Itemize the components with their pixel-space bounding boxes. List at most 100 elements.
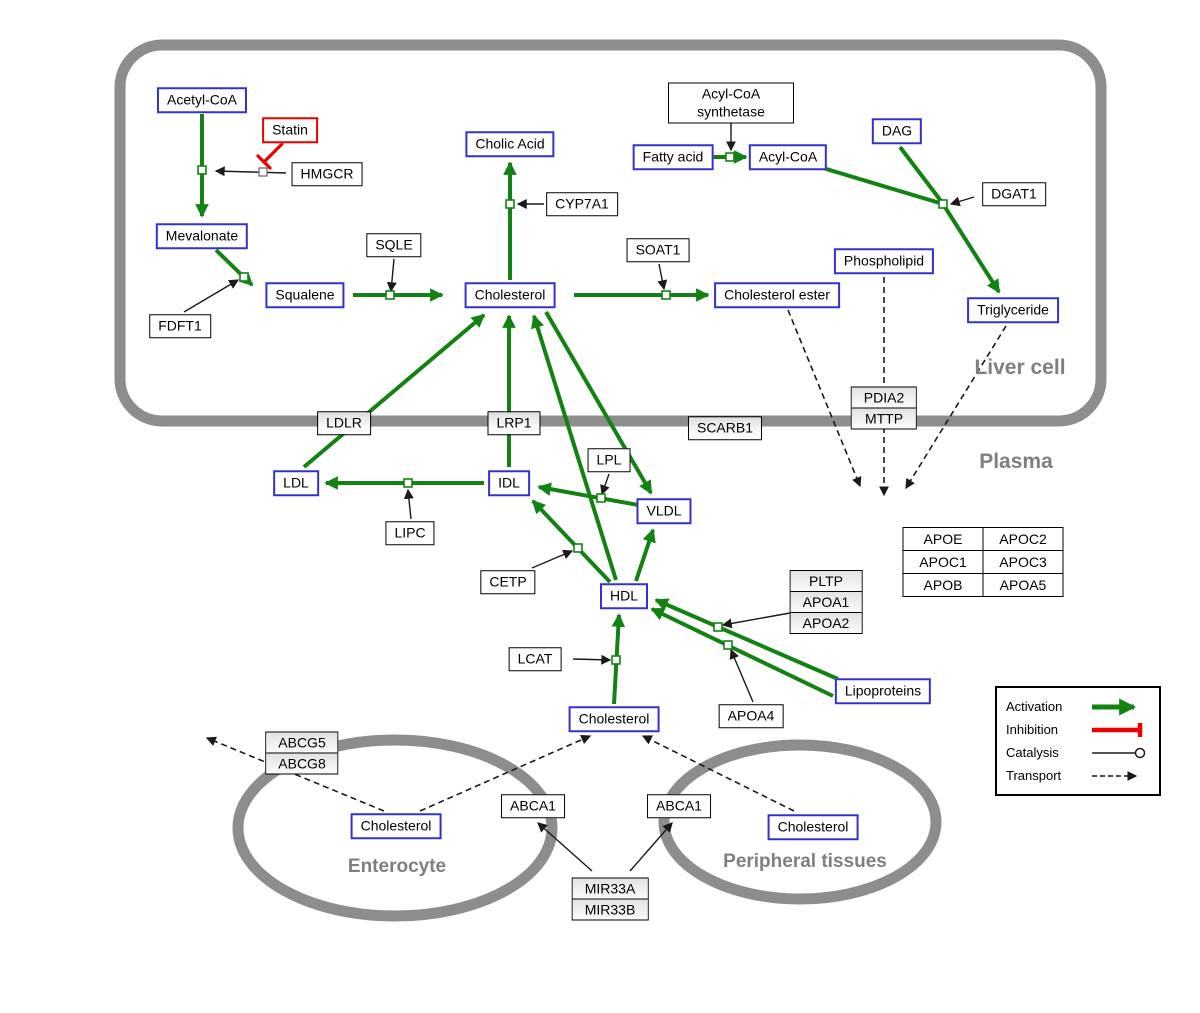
node-mir33b[interactable]: MIR33B [572, 898, 648, 920]
inhibition-statin-stem [262, 142, 284, 164]
catalysis-fdft1 [183, 279, 240, 313]
transport-triglyceride-plasma [905, 325, 1007, 490]
inhibition-tbar-icon [1092, 722, 1143, 737]
edge-vldl-idl [537, 482, 639, 507]
node-dag[interactable]: DAG [871, 118, 923, 144]
catalysis-lcat [572, 654, 612, 665]
node-apoc3[interactable]: APOC3 [983, 551, 1064, 574]
node-cholesterol-enterocyte[interactable]: Cholesterol [350, 813, 442, 839]
junction-squares [197, 152, 948, 665]
node-sqle[interactable]: SQLE [366, 233, 422, 257]
node-acetyl-coa[interactable]: Acetyl-CoA [156, 87, 248, 113]
catalysis-circle-icon [1092, 747, 1146, 758]
edge-dag-junction [898, 145, 943, 203]
liver-cell-outline [114, 39, 1107, 427]
node-apoc1[interactable]: APOC1 [903, 551, 984, 574]
node-soat1[interactable]: SOAT1 [626, 238, 690, 262]
transport-edges [205, 277, 1007, 812]
node-cholic-acid[interactable]: Cholic Acid [465, 131, 555, 157]
liver-cell-label: Liver cell [974, 356, 1066, 379]
enterocyte-label: Enterocyte [347, 856, 447, 877]
regulation-mir33-abca1-left [537, 822, 593, 872]
node-cholesterol-ester[interactable]: Cholesterol ester [714, 282, 840, 308]
node-cholesterol-peripheral[interactable]: Cholesterol [767, 814, 859, 840]
node-abca1-left[interactable]: ABCA1 [501, 794, 565, 818]
transport-peripheral-to-plasma [641, 735, 795, 812]
node-pltp[interactable]: PLTP [790, 571, 862, 591]
node-mevalonate[interactable]: Mevalonate [155, 223, 249, 249]
node-phospholipid[interactable]: Phospholipid [833, 248, 935, 274]
node-mir33a[interactable]: MIR33A [572, 878, 648, 899]
node-apoa1[interactable]: APOA1 [790, 591, 862, 612]
node-apoa2[interactable]: APOA2 [790, 612, 862, 633]
node-lpl[interactable]: LPL [587, 448, 631, 472]
node-squalene[interactable]: Squalene [265, 282, 345, 308]
node-abcg8[interactable]: ABCG8 [266, 752, 338, 774]
catalysis-pltp-group [721, 612, 791, 629]
legend-row-activation: Activation [1006, 695, 1150, 718]
catalysis-sqle [386, 258, 397, 293]
peripheral-tissues-label: Peripheral tissues [723, 851, 887, 872]
legend-row-inhibition: Inhibition [1006, 718, 1150, 741]
catalysis-edges [183, 121, 975, 872]
node-triglyceride[interactable]: Triglyceride [967, 297, 1059, 323]
node-lipc[interactable]: LIPC [385, 521, 435, 545]
catalysis-hmgcr [214, 166, 287, 177]
node-abca1-right[interactable]: ABCA1 [647, 794, 711, 818]
node-apoe[interactable]: APOE [903, 528, 984, 551]
node-cyp7a1[interactable]: CYP7A1 [546, 192, 618, 216]
edge-hdl-idl [531, 499, 612, 584]
node-cetp[interactable]: CETP [480, 570, 536, 594]
node-acyl-coa[interactable]: Acyl-CoA [748, 144, 828, 170]
inhibition-statin-tbar [256, 154, 272, 170]
node-apoa5[interactable]: APOA5 [983, 574, 1064, 597]
regulation-mir33-abca1-right [629, 822, 673, 872]
node-apob[interactable]: APOB [903, 574, 984, 597]
node-cholesterol-plasma[interactable]: Cholesterol [568, 706, 660, 732]
node-hdl[interactable]: HDL [599, 583, 649, 609]
node-mttp[interactable]: MTTP [851, 407, 917, 429]
legend: Activation Inhibition Catalysis Transpor… [995, 686, 1161, 796]
inhibition-edge [256, 142, 284, 170]
node-idl[interactable]: IDL [488, 470, 530, 496]
node-fdft1[interactable]: FDFT1 [149, 314, 211, 338]
node-lrp1[interactable]: LRP1 [487, 411, 541, 435]
legend-activation-label: Activation [1006, 699, 1063, 714]
legend-row-catalysis: Catalysis [1006, 741, 1150, 764]
node-scarb1[interactable]: SCARB1 [687, 416, 763, 440]
legend-inhibition-label: Inhibition [1006, 722, 1059, 737]
transport-cholesterol-abcg-export [205, 736, 385, 812]
catalysis-soat1 [657, 263, 668, 291]
apo-table: APOE APOC2 APOC1 APOC3 APOB APOA5 [902, 527, 1064, 597]
node-lcat[interactable]: LCAT [508, 647, 562, 671]
node-acyl-coa-synthetase[interactable]: Acyl-CoA synthetase [668, 82, 794, 124]
plasma-label: Plasma [979, 450, 1053, 473]
node-abcg5[interactable]: ABCG5 [266, 732, 338, 753]
node-pdia2[interactable]: PDIA2 [851, 387, 917, 408]
node-lipoproteins[interactable]: Lipoproteins [834, 678, 932, 704]
peripheral-tissues-outline [658, 739, 942, 905]
node-dgat1[interactable]: DGAT1 [982, 182, 1046, 206]
node-statin[interactable]: Statin [262, 117, 318, 143]
node-cholesterol-liver[interactable]: Cholesterol [464, 282, 556, 308]
enterocyte-outline [232, 734, 558, 922]
edge-ldl-cholesterol [302, 313, 486, 469]
node-fatty-acid[interactable]: Fatty acid [632, 144, 714, 170]
group-mir33a-mir33b: MIR33A MIR33B [571, 877, 649, 921]
edge-lipoproteins-hdl-lower [650, 607, 834, 698]
group-abcg5-abcg8: ABCG5 ABCG8 [265, 731, 339, 775]
node-hmgcr[interactable]: HMGCR [291, 162, 363, 186]
node-vldl[interactable]: VLDL [636, 498, 692, 524]
transport-cholesterolester-plasma [787, 309, 862, 488]
catalysis-lpl [600, 473, 610, 496]
node-apoc2[interactable]: APOC2 [983, 528, 1064, 551]
catalysis-lipc [403, 488, 414, 520]
node-ldl[interactable]: LDL [273, 470, 319, 496]
legend-transport-label: Transport [1006, 768, 1062, 783]
edge-hdl-cholesterol [531, 314, 618, 581]
node-ldlr[interactable]: LDLR [317, 411, 371, 435]
node-apoa4[interactable]: APOA4 [718, 704, 784, 728]
edge-cholesterol-vldl [544, 310, 653, 495]
group-pdia2-mttp: PDIA2 MTTP [850, 386, 918, 430]
